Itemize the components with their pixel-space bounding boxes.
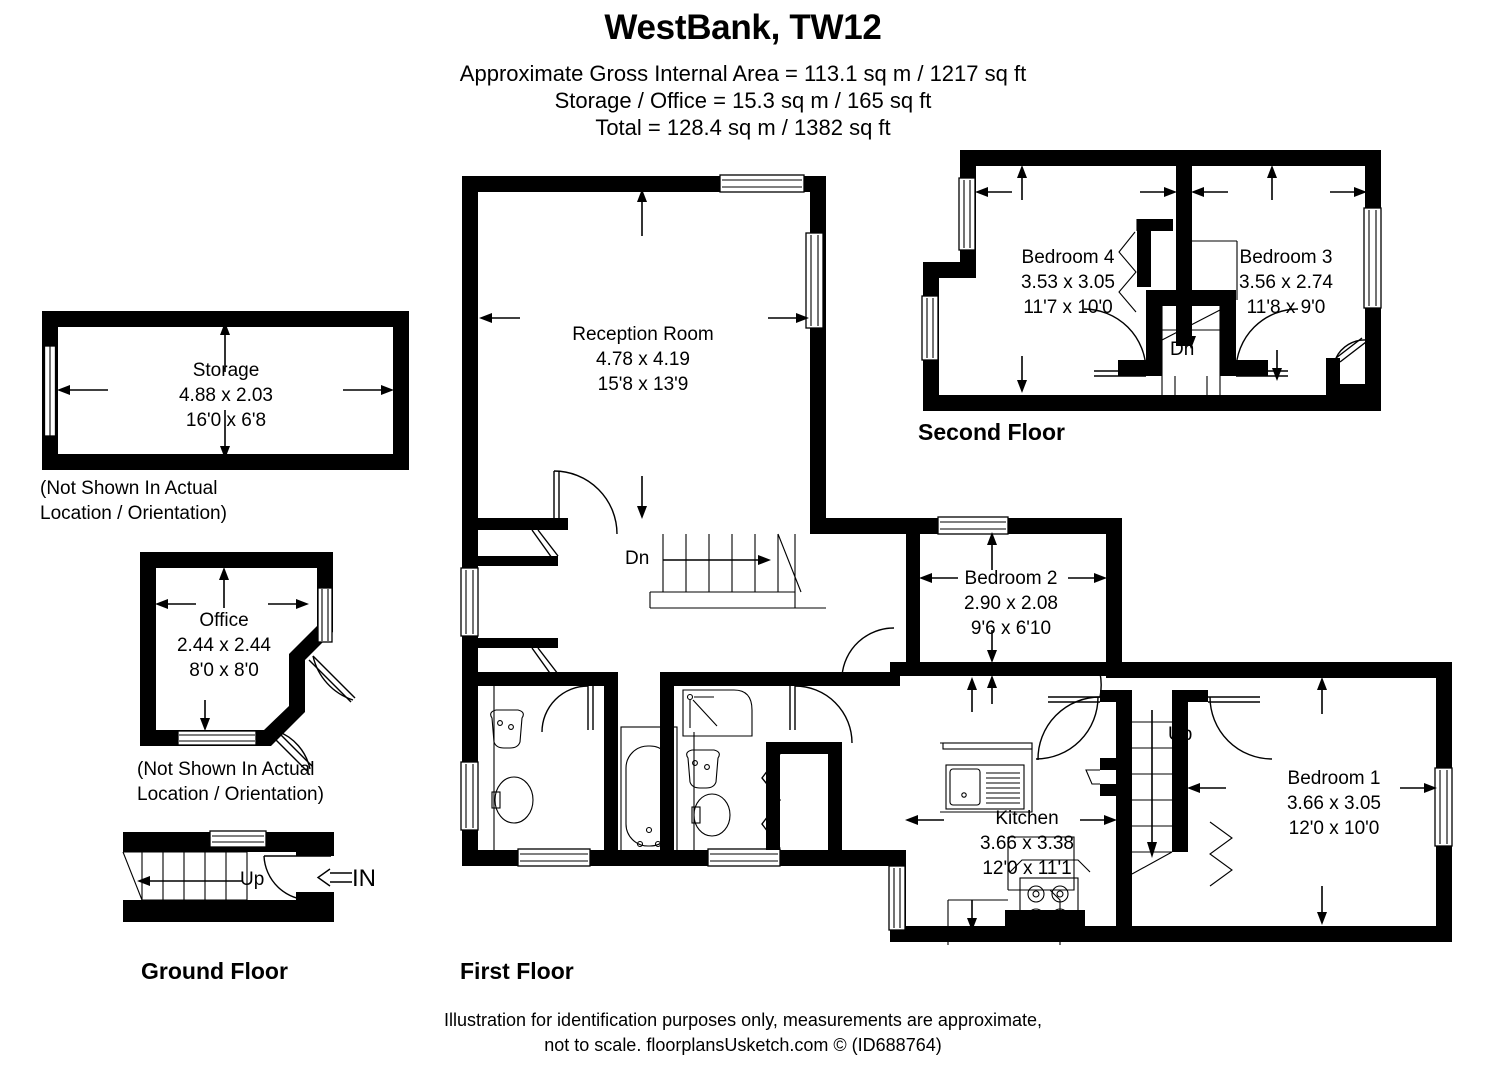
office-note-line2: Location / Orientation) (137, 784, 324, 805)
gross-internal-area-text: Approximate Gross Internal Area = 113.1 … (459, 61, 1027, 86)
kitchen-name: Kitchen (995, 808, 1059, 829)
bedroom1-imperial: 12'0 x 10'0 (1288, 818, 1380, 839)
footer-line-1: Illustration for identification purposes… (444, 1010, 1042, 1030)
sink-icon-left (490, 709, 524, 749)
storage-note-line1: (Not Shown In Actual (40, 478, 218, 499)
storage-metric: 4.88 x 2.03 (178, 385, 274, 406)
office-imperial: 8'0 x 8'0 (189, 660, 259, 681)
floor-label-ground: Ground Floor (141, 958, 288, 984)
room-label-office: Office 2.44 x 2.44 8'0 x 8'0 (141, 608, 307, 683)
kitchen-imperial: 12'0 x 11'1 (982, 858, 1072, 879)
bedroom3-imperial: 11'8 x 9'0 (1246, 297, 1326, 318)
ground-stairs-up-label: Up (240, 869, 265, 890)
room-label-bedroom-2: Bedroom 2 2.90 x 2.08 9'6 x 6'10 (928, 566, 1094, 641)
storage-office-area-text: Storage / Office = 15.3 sq m / 165 sq ft (554, 88, 932, 113)
bedroom4-name: Bedroom 4 (1021, 247, 1115, 268)
room-label-kitchen: Kitchen 3.66 x 3.38 12'0 x 11'1 (943, 806, 1111, 881)
first-stairs-up-label: Up (1168, 724, 1193, 745)
room-label-reception-room: Reception Room 4.78 x 4.19 15'8 x 13'9 (545, 322, 741, 397)
office-note-line1: (Not Shown In Actual (137, 759, 315, 780)
total-area-text: Total = 128.4 sq m / 1382 sq ft (595, 115, 891, 140)
reception-name: Reception Room (572, 324, 714, 345)
footer-line-2: not to scale. floorplansUsketch.com © (I… (544, 1035, 942, 1055)
room-label-bedroom-1: Bedroom 1 3.66 x 3.05 12'0 x 10'0 (1249, 766, 1419, 841)
bedroom3-name: Bedroom 3 (1239, 247, 1333, 268)
ground-entrance-in-label: IN (352, 865, 376, 892)
bedroom1-metric: 3.66 x 3.05 (1286, 793, 1382, 814)
bedroom4-metric: 3.53 x 3.05 (1020, 272, 1116, 293)
first-stairs-dn-label: Dn (625, 548, 650, 569)
storage-name: Storage (192, 360, 260, 381)
reception-imperial: 15'8 x 13'9 (597, 374, 689, 395)
in-arrow-icon (316, 868, 352, 887)
bedroom4-imperial: 11'7 x 10'0 (1023, 297, 1113, 318)
bedroom2-metric: 2.90 x 2.08 (963, 593, 1059, 614)
office-metric: 2.44 x 2.44 (176, 635, 272, 656)
room-label-storage: Storage 4.88 x 2.03 16'0 x 6'8 (128, 358, 324, 433)
page-title: WestBank, TW12 (604, 8, 882, 47)
toilet-icon-left (491, 776, 534, 824)
floor-label-first: First Floor (460, 958, 574, 984)
bedroom3-metric: 3.56 x 2.74 (1238, 272, 1334, 293)
kitchen-metric: 3.66 x 3.38 (979, 833, 1075, 854)
sink-icon-right (686, 749, 720, 789)
office-name: Office (199, 610, 249, 631)
floor-label-second: Second Floor (918, 419, 1065, 445)
bedroom2-imperial: 9'6 x 6'10 (970, 618, 1052, 639)
kitchen-counter (940, 742, 1033, 813)
bedroom2-name: Bedroom 2 (964, 568, 1058, 589)
toilet-icon-right (691, 793, 731, 837)
second-stairs-dn-label: Dn (1170, 339, 1195, 360)
storage-note: (Not Shown In Actual Location / Orientat… (40, 476, 227, 526)
office-note: (Not Shown In Actual Location / Orientat… (137, 757, 324, 807)
storage-imperial: 16'0 x 6'8 (185, 410, 267, 431)
ground-floor-plan (122, 830, 352, 922)
room-label-bedroom-4: Bedroom 4 3.53 x 3.05 11'7 x 10'0 (984, 245, 1152, 320)
storage-note-line2: Location / Orientation) (40, 503, 227, 524)
reception-metric: 4.78 x 4.19 (595, 349, 691, 370)
bedroom1-name: Bedroom 1 (1287, 768, 1381, 789)
room-label-bedroom-3: Bedroom 3 3.56 x 2.74 11'8 x 9'0 (1202, 245, 1370, 320)
